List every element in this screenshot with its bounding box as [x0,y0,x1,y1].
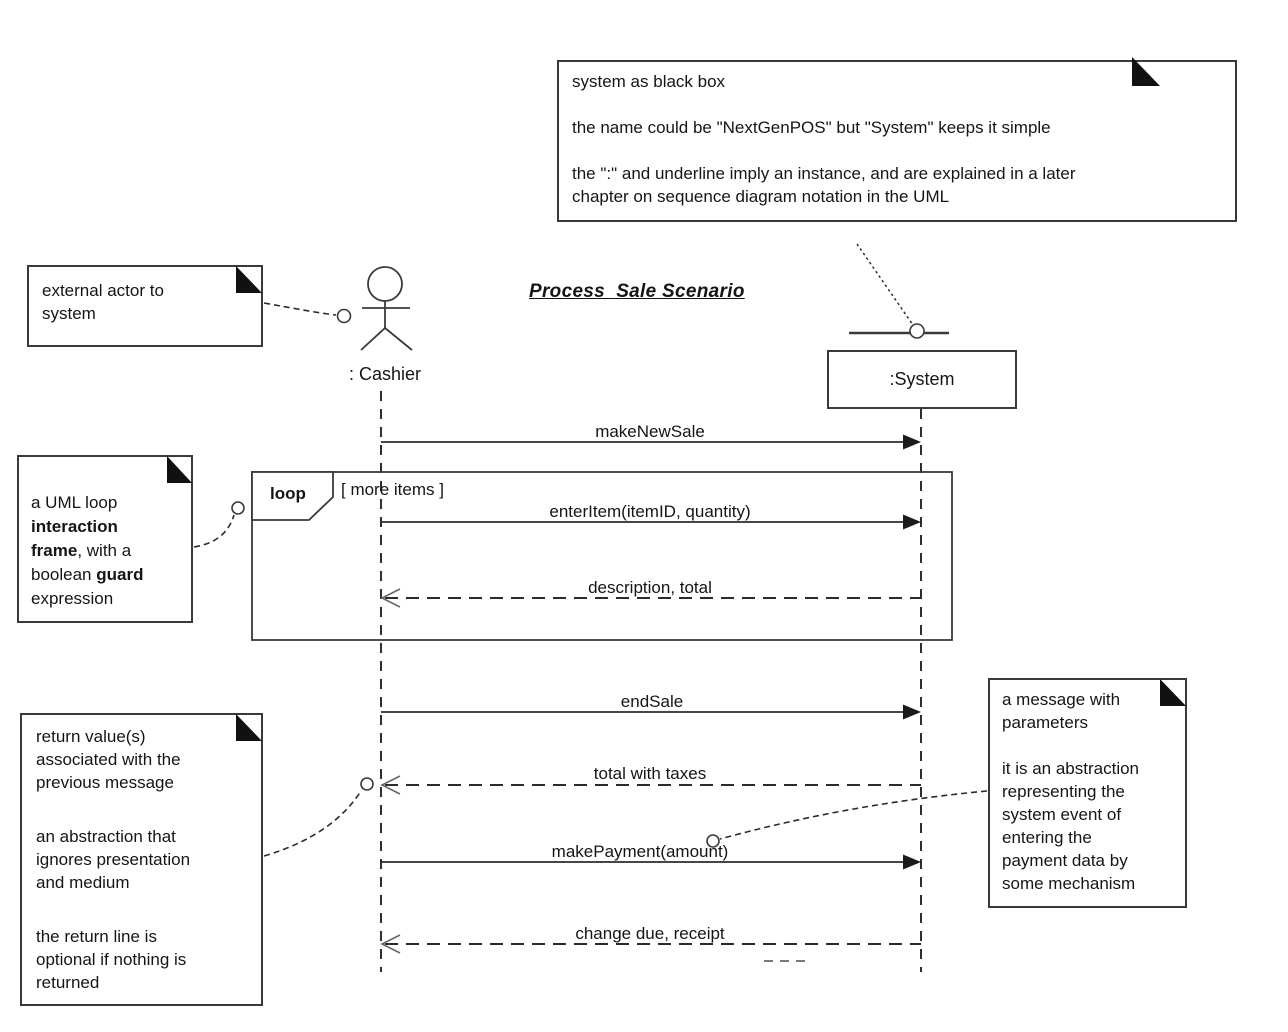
message-end-sale: endSale [620,692,684,711]
note-loop-frame: a UML loop interaction frame, with a boo… [17,455,193,623]
message-enter-item: enterItem(itemID, quantity) [549,502,751,521]
note-paragraph: it is an abstraction representing the sy… [1002,759,1140,893]
system-note-connector [849,243,949,339]
message-total-with-taxes: total with taxes [593,764,707,783]
note-text-bold: interaction frame [31,517,118,560]
note-external-actor: external actor to system [27,265,263,347]
note-paragraph: system as black box [572,72,726,91]
note-paragraph: an abstraction that ignores presentation… [36,827,191,892]
cashier-label: : Cashier [348,364,422,384]
loop-guard-label: [ more items ] [341,480,444,499]
message-make-payment: makePayment(amount) [551,842,729,861]
note-text: expression [31,589,114,608]
note-return-values: return value(s) associated with the prev… [20,713,263,1006]
message-description-total: description, total [588,578,712,597]
note-text: a UML loop [31,493,118,512]
note-text-bold: guard [96,565,144,584]
note-paragraph: the return line is optional if nothing i… [36,927,187,992]
filled-arrowheads [903,434,921,870]
note-fold-icon [1160,679,1186,706]
loop-note-connector [193,514,235,548]
external-note-connector [263,302,337,316]
system-participant-box: :System [827,350,1017,409]
loop-frame [251,471,953,641]
note-message-parameters: a message with parameters it is an abstr… [988,678,1187,908]
return-note-connector [263,790,362,857]
note-system-black-box: system as black box the name could be "N… [557,57,1237,222]
note-paragraph: return value(s) associated with the prev… [36,727,181,792]
note-paragraph: a message with parameters [1002,690,1121,732]
note-paragraph: the ":" and underline imply an instance,… [572,164,1076,206]
message-make-new-sale: makeNewSale [595,422,705,441]
cashier-actor-icon [360,266,413,351]
loop-operator-label: loop [270,484,306,503]
open-arrowheads [380,588,401,954]
note-fold-icon [236,266,262,293]
message-change-due-receipt: change due, receipt [575,924,725,943]
connector-circles [231,308,720,848]
params-note-connector [719,790,988,840]
note-paragraph: external actor to system [42,281,164,323]
note-fold-icon [236,714,262,741]
note-text: , with a boolean [31,541,132,584]
note-fold-icon [167,456,192,483]
system-label: :System [889,369,955,389]
note-fold-icon [1132,57,1160,86]
diagram-title: Process Sale Scenario [529,281,745,302]
note-paragraph: the name could be "NextGenPOS" but "Syst… [572,118,1051,137]
